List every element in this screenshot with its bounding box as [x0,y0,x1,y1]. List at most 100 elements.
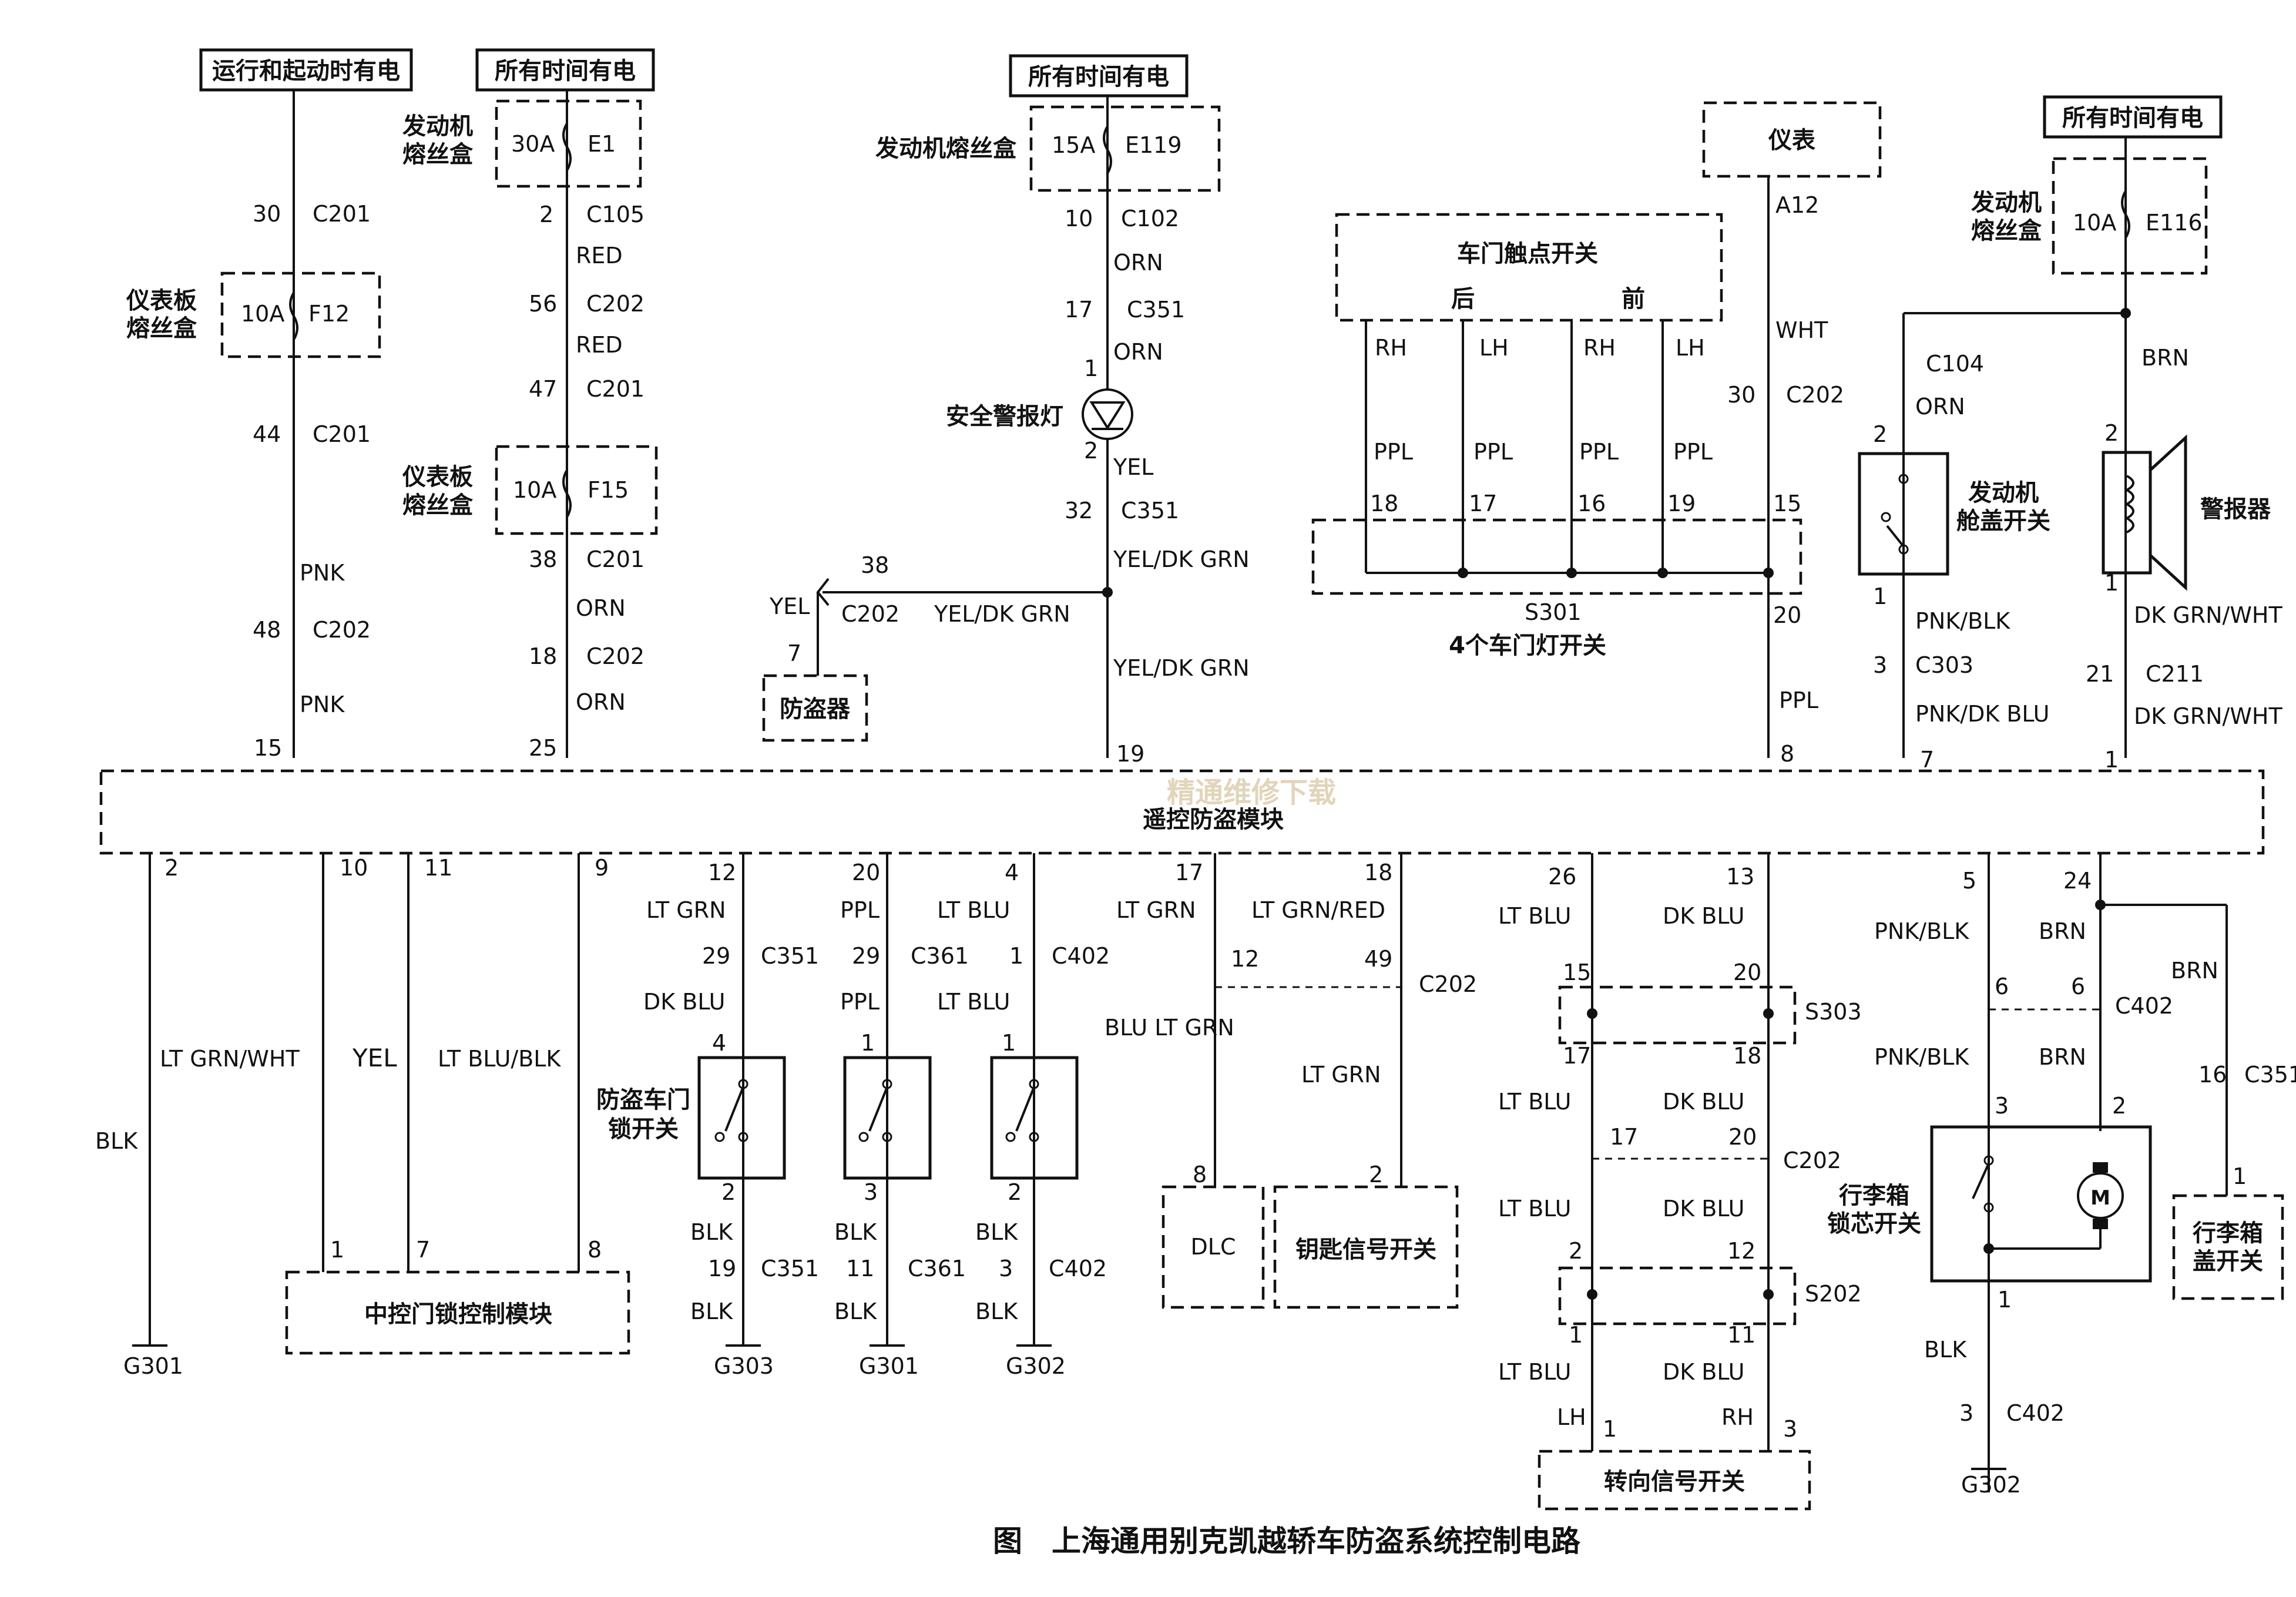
svg-text:PPL: PPL [1473,439,1513,465]
svg-text:47: 47 [529,376,557,402]
svg-text:20: 20 [1733,959,1761,985]
svg-text:后: 后 [1451,286,1475,313]
engine-fuse-box-e119 [1029,105,1221,192]
svg-text:19: 19 [1116,741,1144,767]
key-signal-switch [1273,1185,1459,1309]
svg-text:1: 1 [1873,583,1887,609]
svg-text:BLK: BLK [975,1299,1018,1324]
svg-text:G301: G301 [123,1353,183,1379]
engine-fuse-box-e1 [495,99,642,188]
svg-text:BLK: BLK [834,1299,877,1324]
svg-text:YEL/DK GRN: YEL/DK GRN [934,601,1070,627]
svg-text:16: 16 [2198,1062,2227,1088]
svg-text:YEL: YEL [769,593,810,619]
svg-text:C202: C202 [586,643,645,669]
svg-text:DLC: DLC [1191,1234,1236,1260]
svg-text:15A: 15A [1052,132,1095,158]
svg-text:16: 16 [1577,491,1606,516]
svg-text:E119: E119 [1125,132,1182,158]
svg-text:3: 3 [1995,1093,2009,1119]
hood-switch-group: 发动机 熔丝盒 10A E116 C104 ORN 2 发动机 舱盖开关 1 P… [1858,137,2208,773]
trunk-cylinder-switch [1930,1125,2152,1283]
svg-text:10: 10 [340,855,368,881]
svg-text:30A: 30A [511,131,555,157]
svg-text:44: 44 [253,421,281,447]
svg-text:PPL: PPL [1579,439,1619,465]
svg-text:YEL: YEL [1113,454,1153,480]
svg-text:中控门锁控制模块: 中控门锁控制模块 [364,1301,552,1328]
svg-text:RED: RED [576,243,623,269]
svg-text:4: 4 [1005,860,1019,885]
svg-text:BRN: BRN [2141,345,2189,371]
svg-text:17: 17 [1563,1043,1591,1069]
svg-text:PNK/BLK: PNK/BLK [1874,918,1969,944]
svg-text:DK BLU: DK BLU [643,989,725,1015]
svg-text:BLU LT GRN: BLU LT GRN [1105,1015,1234,1041]
svg-text:PPL: PPL [1673,439,1713,465]
motor-icon [2077,1172,2124,1219]
svg-text:PNK/BLK: PNK/BLK [1874,1044,1969,1070]
svg-text:所有时间有电: 所有时间有电 [2062,105,2203,132]
svg-text:19: 19 [1667,491,1696,516]
svg-text:发动机熔丝盒: 发动机熔丝盒 [875,135,1017,162]
svg-text:7: 7 [416,1237,430,1263]
svg-text:LT BLU: LT BLU [1498,1089,1571,1115]
svg-text:C361: C361 [908,1256,966,1281]
svg-text:C211: C211 [2146,661,2204,687]
instrument-column: 仪表 A12 WHT 30 C202 20 PPL 8 [1702,101,1882,767]
svg-text:12: 12 [1231,946,1259,972]
svg-text:LT BLU: LT BLU [1498,1196,1571,1222]
svg-text:12: 12 [708,860,736,885]
svg-text:32: 32 [1065,498,1093,524]
svg-text:56: 56 [529,291,557,317]
svg-text:20: 20 [1728,1124,1757,1150]
svg-text:车门触点开关: 车门触点开关 [1457,240,1598,267]
svg-text:C202: C202 [1419,971,1477,997]
svg-text:S202: S202 [1805,1281,1862,1307]
svg-text:所有时间有电: 所有时间有电 [1028,63,1169,90]
svg-text:30: 30 [1727,382,1755,408]
svg-text:发动机: 发动机 [1971,189,2042,216]
svg-text:S303: S303 [1805,999,1862,1025]
svg-text:17: 17 [1610,1124,1638,1150]
svg-text:RH: RH [1721,1404,1754,1430]
svg-text:C402: C402 [1049,1256,1107,1281]
svg-text:熔丝盒: 熔丝盒 [126,315,197,342]
svg-text:15: 15 [1773,491,1801,516]
svg-text:防盗器: 防盗器 [780,696,851,723]
svg-text:17: 17 [1469,491,1497,516]
svg-text:29: 29 [702,943,730,969]
svg-text:C102: C102 [1121,206,1179,232]
svg-text:48: 48 [253,617,281,643]
svg-text:精通维修下载: 精通维修下载 [1167,776,1336,809]
svg-text:17: 17 [1175,860,1203,885]
svg-text:24: 24 [2063,868,2092,894]
instrument-fuse-box-f15 [495,445,658,535]
svg-text:3: 3 [1959,1400,1973,1426]
svg-text:6: 6 [2071,974,2085,999]
svg-text:A12: A12 [1775,192,1819,218]
trunk-lid-switch [2172,1194,2284,1300]
svg-text:29: 29 [852,943,880,969]
svg-text:盖开关: 盖开关 [2193,1248,2263,1275]
svg-text:RED: RED [576,332,623,358]
svg-text:前: 前 [1622,286,1645,313]
fuse-f12-id: F12 [308,301,350,327]
anti-theft-branch: 38 YEL C202 YEL/DK GRN 7 防盗器 [762,552,1070,742]
svg-text:PNK: PNK [300,560,345,586]
svg-text:26: 26 [1548,864,1576,890]
svg-text:LT GRN: LT GRN [1301,1062,1381,1088]
svg-text:2: 2 [1569,1238,1583,1264]
svg-text:1: 1 [1998,1287,2012,1313]
svg-text:1: 1 [2104,747,2119,773]
svg-text:PPL: PPL [1374,439,1413,465]
svg-text:10A: 10A [2073,210,2116,236]
svg-text:8: 8 [588,1237,602,1263]
svg-text:DK GRN/WHT: DK GRN/WHT [2134,703,2282,729]
svg-text:15: 15 [254,735,282,761]
svg-text:锁开关: 锁开关 [608,1116,679,1143]
svg-text:舱盖开关: 舱盖开关 [1956,508,2050,535]
svg-text:C201: C201 [586,546,645,572]
svg-text:21: 21 [2086,661,2114,687]
svg-text:BLK: BLK [690,1299,733,1324]
